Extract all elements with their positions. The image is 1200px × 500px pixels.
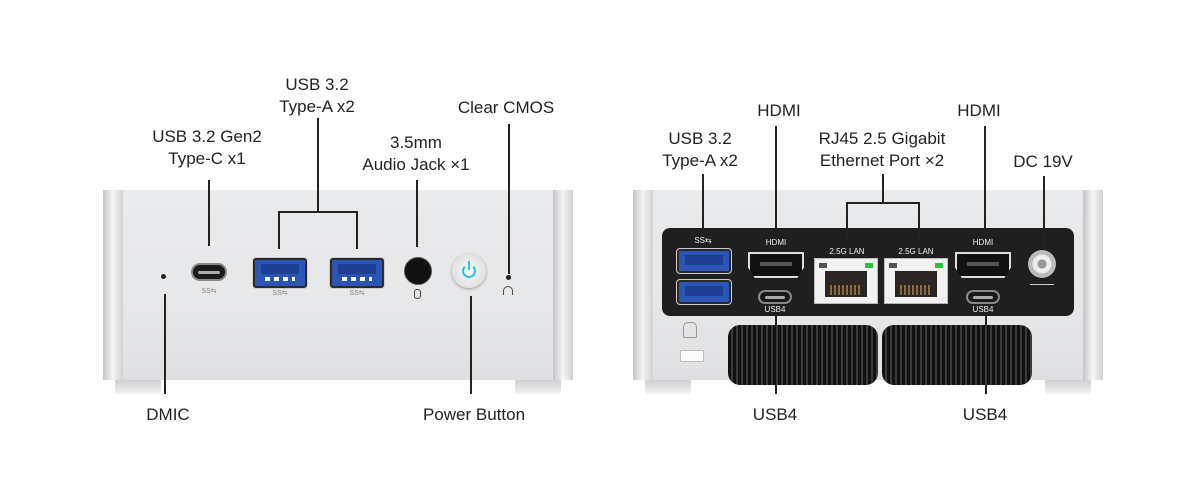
front-view-device: [103, 190, 573, 380]
audio-jack-label-line1: 3.5mm: [390, 133, 442, 152]
clear-cmos-label: Clear CMOS: [457, 98, 555, 117]
usb-a-rear-port-1: [677, 249, 731, 273]
usbc-front-label-line2: Type-C x1: [168, 149, 246, 168]
device-foot: [645, 380, 691, 394]
usba-front-leader-line: [317, 118, 319, 212]
power-button-label: Power Button: [422, 405, 526, 424]
device-foot: [515, 380, 561, 394]
rj45-bracket-left: [846, 202, 848, 242]
rj45-leader-line: [882, 174, 884, 202]
audio-leader-line: [416, 180, 418, 247]
dmic-leader-line: [164, 294, 166, 394]
dc-leader-line: [1043, 176, 1045, 249]
hdmi-right-port-label: HDMI: [972, 238, 994, 247]
usba-front-label-line1: USB 3.2: [285, 75, 349, 94]
usba-rear-leader-line: [702, 174, 704, 228]
hdmi-left-port-label: HDMI: [765, 238, 787, 247]
ethernet-port-1: [814, 258, 878, 304]
audio-jack-label-line2: Audio Jack ×1: [362, 155, 470, 174]
usbc-front-leader-line: [208, 180, 210, 246]
usba-front-label-line2: Type-A x2: [279, 97, 355, 116]
ss-usbc-mark: SS⇆: [201, 288, 217, 295]
usb4-right-port-label: USB4: [972, 305, 994, 314]
lan2-port-label: 2.5G LAN: [898, 247, 934, 256]
device-foot: [115, 380, 161, 394]
hdmi-left-label: HDMI: [757, 101, 801, 120]
usba-front-bracket-left: [278, 211, 280, 249]
hdmi-right-leader-line: [984, 126, 986, 228]
device-foot: [1045, 380, 1091, 394]
power-leader-line: [470, 296, 472, 394]
headphone-icon: [503, 286, 513, 295]
audio-jack-label: 3.5mm Audio Jack ×1: [362, 132, 469, 176]
dc-polarity-icon: [1030, 284, 1054, 291]
usba-front-bracket: [278, 211, 357, 213]
usb-c-port: [191, 263, 227, 281]
rj45-bracket-right: [918, 202, 920, 242]
dc-power-jack: [1028, 250, 1056, 278]
usba-rear-label-line2: Type-A x2: [662, 151, 738, 170]
usba-front-label: USB 3.2 Type-A x2: [279, 74, 355, 118]
hdmi-port-right: [955, 252, 1011, 278]
device-edge: [1083, 190, 1103, 380]
usba-rear-label: USB 3.2 Type-A x2: [662, 128, 738, 172]
device-edge: [633, 190, 653, 380]
lan1-port-label: 2.5G LAN: [829, 247, 865, 256]
usb-a-port-2: [330, 258, 384, 288]
device-edge: [103, 190, 123, 380]
rj45-label-line2: Ethernet Port ×2: [819, 151, 945, 170]
usb-a-rear-port-2: [677, 280, 731, 304]
rj45-label: RJ45 2.5 Gigabit Ethernet Port ×2: [819, 128, 946, 172]
ss-usba-mark: SS⇆: [272, 290, 288, 297]
kensington-lock-icon: [683, 322, 697, 338]
usb4-left-label: USB4: [752, 405, 798, 424]
rj45-label-line1: RJ45 2.5 Gigabit: [818, 129, 946, 148]
hdmi-right-label: HDMI: [957, 101, 1001, 120]
ethernet-port-2: [884, 258, 948, 304]
ss-usba-mark: SS⇆: [349, 290, 365, 297]
kensington-slot: [680, 350, 704, 362]
microphone-icon: [414, 289, 421, 299]
dc-19v-label: DC 19V: [1013, 152, 1073, 171]
dmic-label: DMIC: [146, 405, 190, 424]
usb4-port-right: [966, 290, 1000, 304]
usb4-left-port-label: USB4: [764, 305, 786, 314]
vent-left: [728, 325, 878, 385]
device-edge: [553, 190, 573, 380]
dmic-hole: [161, 274, 166, 279]
usb4-right-label: USB4: [962, 405, 1008, 424]
rj45-bracket: [846, 202, 919, 204]
clear-cmos-hole: [506, 275, 511, 280]
usbc-front-label-line1: USB 3.2 Gen2: [152, 127, 262, 146]
usb4-port-left: [758, 290, 792, 304]
vent-right: [882, 325, 1032, 385]
usb-a-port-1: [253, 258, 307, 288]
power-icon: [462, 264, 476, 278]
cmos-leader-line: [508, 124, 510, 274]
hdmi-port-left: [748, 252, 804, 278]
audio-jack-port: [404, 257, 432, 285]
power-icon-stem: [468, 261, 470, 270]
ss-rear-mark: SS⇆: [694, 236, 712, 245]
usba-rear-label-line1: USB 3.2: [668, 129, 732, 148]
hdmi-left-leader-line: [775, 126, 777, 228]
usbc-front-label: USB 3.2 Gen2 Type-C x1: [152, 126, 262, 170]
power-button[interactable]: [452, 254, 486, 288]
usba-front-bracket-right: [356, 211, 358, 249]
